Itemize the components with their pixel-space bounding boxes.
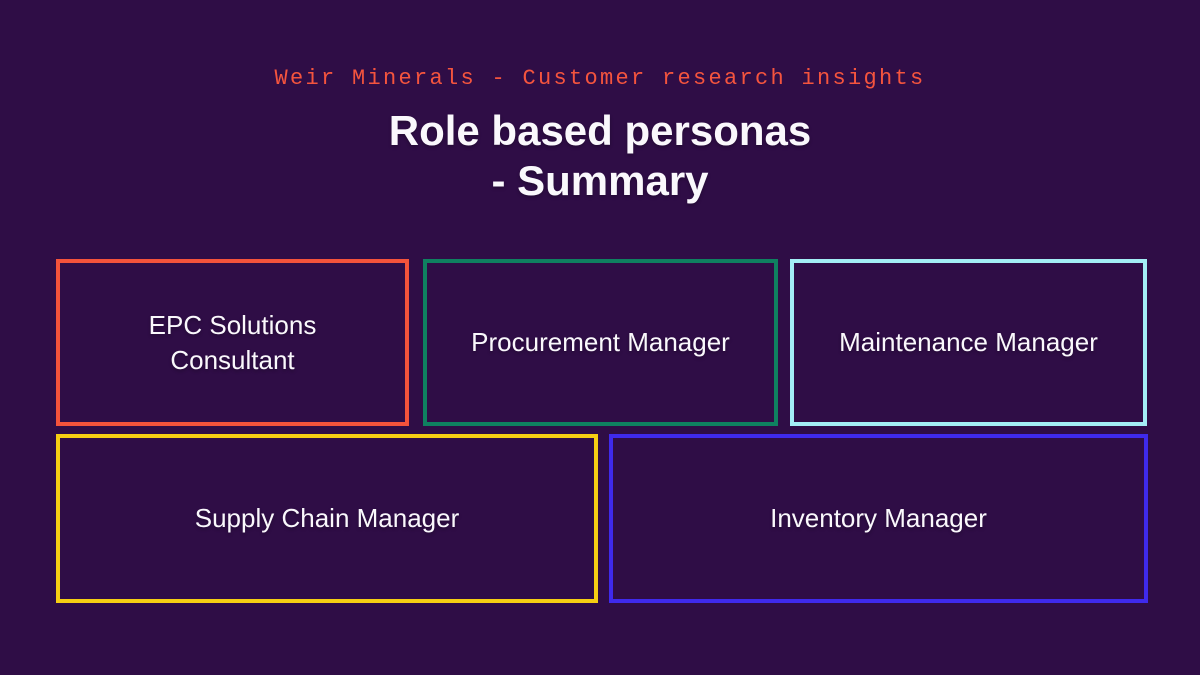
slide-title: Role based personas - Summary	[0, 106, 1200, 206]
slide-title-line-1: Role based personas	[388, 107, 812, 154]
persona-card-epc-solutions-consultant: EPC Solutions Consultant	[56, 259, 409, 426]
persona-card-label: Maintenance Manager	[839, 327, 1098, 357]
persona-card-maintenance-manager: Maintenance Manager	[790, 259, 1147, 426]
persona-card-procurement-manager: Procurement Manager	[423, 259, 778, 426]
slide-title-line-2: - Summary	[491, 157, 709, 204]
slide-eyebrow: Weir Minerals - Customer research insigh…	[274, 66, 926, 91]
persona-card-inventory-manager: Inventory Manager	[609, 434, 1148, 603]
persona-card-label: Inventory Manager	[770, 503, 987, 533]
persona-card-supply-chain-manager: Supply Chain Manager	[56, 434, 598, 603]
persona-card-label: Procurement Manager	[471, 327, 730, 357]
persona-card-label: EPC Solutions Consultant	[148, 309, 317, 375]
persona-card-label: Supply Chain Manager	[194, 503, 460, 533]
